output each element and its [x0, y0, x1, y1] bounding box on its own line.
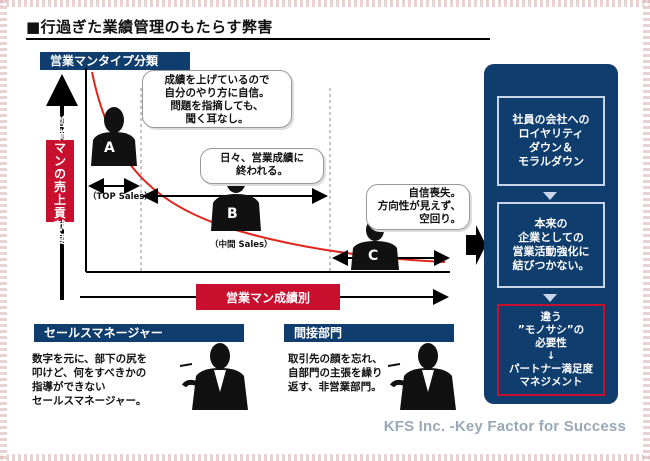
page-title: ■行過ぎた業績管理のもたらす弊害	[26, 18, 273, 36]
figure-b-letter: B	[227, 206, 238, 222]
smoking-manager-icon	[387, 343, 456, 410]
section-header-type-classification: 営業マンタイプ分類	[40, 52, 190, 70]
arrow-right-icon	[466, 225, 486, 265]
sales-manager-text: 数字を元に、部下の尻を 叩けど、何をすべきかの 指導ができない セールスマネージ…	[32, 353, 148, 407]
person-silhouette-icon	[91, 107, 137, 166]
frame-border-top	[0, 0, 650, 7]
bubble-top-sales: 成績を上げているので 自分のやり方に自信。 問題を指摘しても、 聞く耳なし。	[142, 70, 292, 128]
bubble-low-sales: 自信喪失。 方向性が見えず、 空回り。	[366, 184, 470, 230]
frame-border-left	[0, 0, 7, 461]
smoking-manager-icon	[179, 343, 248, 410]
figure-c-letter: C	[368, 248, 379, 264]
partner-satisfaction-box: 違う ”モノサシ”の 必要性 ↓ パートナー満足度 マネジメント	[497, 304, 605, 396]
indirect-dept-header: 間接部門	[284, 324, 454, 342]
indirect-dept-text: 取引先の顔を忘れ、 自部門の主張を繰り 返す、非営業部門。	[288, 353, 383, 393]
arrow-down-icon	[543, 192, 557, 200]
sales-manager-header: セールスマネージャー	[34, 324, 244, 342]
figure-b-caption: （中間 Sales）	[210, 240, 273, 250]
figure-a-letter: A	[104, 140, 115, 156]
figure-a-caption: （TOP Sales）	[88, 192, 153, 202]
frame-border-bottom	[0, 454, 650, 461]
x-axis-label: 営業マン成績別	[196, 284, 340, 310]
footer-brand: KFS Inc. -Key Factor for Success	[383, 418, 626, 435]
arrow-down-icon	[543, 294, 557, 302]
bubble-middle-sales: 日々、営業成績に 終われる。	[200, 148, 324, 184]
frame-border-right	[643, 0, 650, 461]
sales-activity-box: 本来の 企業としての 営業活動強化に 結びつかない。	[497, 202, 605, 288]
y-axis-label: 営業マンの売上貢献度	[46, 116, 74, 246]
right-panel	[484, 64, 618, 404]
title-underline	[26, 38, 490, 40]
loyalty-down-box: 社員の会社への ロイヤリティ ダウン＆ モラルダウン	[497, 96, 605, 186]
